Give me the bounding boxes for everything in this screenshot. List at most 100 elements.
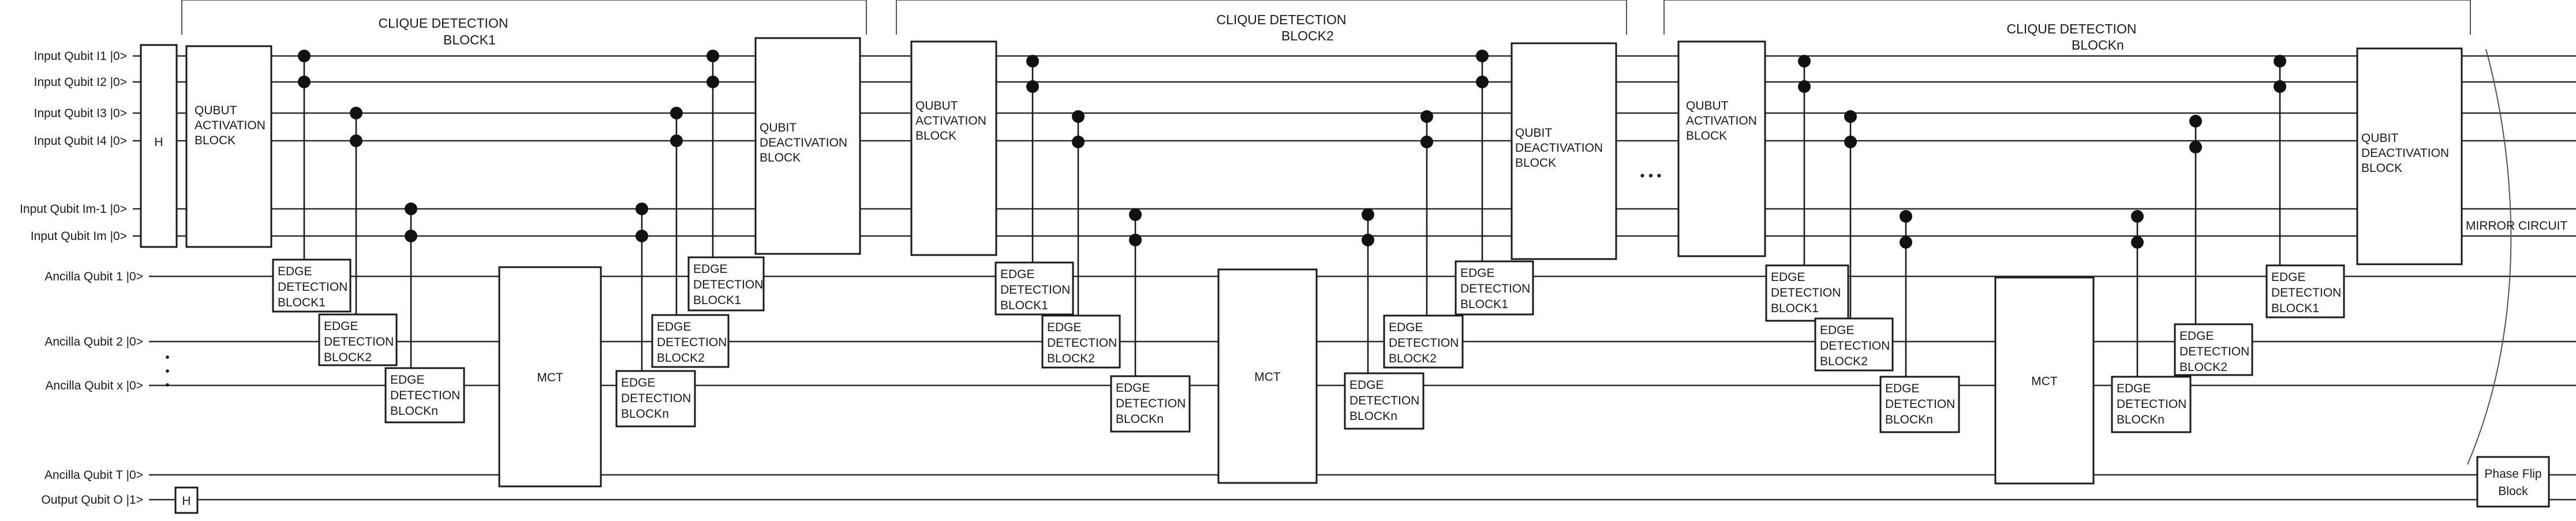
qubit-label-1: Input Qubit I1 |0> — [34, 50, 127, 63]
qubit-label-5: Input Qubit Im-1 |0> — [20, 203, 127, 216]
clique-block-3-activation-block — [1677, 40, 1766, 257]
clique-block-1-activation-text-line-2: ACTIVATION — [195, 119, 266, 132]
clique-block-2-control-dot-5b — [1420, 136, 1433, 148]
qubit-label-10: Ancilla Qubit T |0> — [44, 468, 143, 482]
clique-block-1-activation-block — [185, 45, 272, 248]
clique-block-3-edge-block-5-text-line-1: EDGE — [2179, 329, 2214, 343]
qubit-label-2: Input Qubit I2 |0> — [34, 76, 127, 89]
clique-block-2-edge-block-3-text-line-2: DETECTION — [1116, 397, 1186, 410]
clique-block-2-control-dot-1a — [1026, 55, 1039, 68]
hadamard-output-gate — [174, 486, 199, 514]
clique-block-2-deactivation-text-line-2: DEACTIVATION — [1515, 141, 1603, 155]
phase-flip-text-line-2: Block — [2498, 485, 2528, 498]
clique-block-3-activation-text-line-3: BLOCK — [1686, 129, 1727, 143]
qubit-label-3: Input Qubit I3 |0> — [34, 107, 127, 120]
clique-block-3-edge-block-1 — [1765, 264, 1849, 322]
clique-block-1-edge-block-1 — [272, 258, 352, 313]
qubit-label-6: Input Qubit Im |0> — [31, 230, 127, 243]
clique-block-3-title: CLIQUE DETECTION — [2007, 21, 2137, 36]
clique-block-1-edge-block-1-text-line-1: EDGE — [278, 265, 312, 278]
clique-block-3-control-dot-2b — [1844, 136, 1857, 148]
clique-block-1-edge-block-4-text-line-2: DETECTION — [621, 392, 691, 405]
clique-block-1-edge-block-5 — [651, 314, 730, 368]
clique-block-1-deactivation-text-line-2: DEACTIVATION — [760, 136, 847, 149]
clique-block-2-edge-block-1-text-line-1: EDGE — [1000, 268, 1035, 281]
clique-block-3-edge-block-3-text-line-3: BLOCKn — [1885, 413, 1933, 426]
clique-block-3-edge-block-1-text-line-3: BLOCK1 — [1771, 302, 1819, 315]
qubit-label-4: Input Qubit I4 |0> — [34, 134, 127, 148]
clique-block-3-edge-block-3-text-line-1: EDGE — [1885, 382, 1920, 395]
clique-block-3-edge-block-4-text-line-2: DETECTION — [2117, 398, 2186, 411]
clique-block-3-edge-block-2-text-line-2: DETECTION — [1820, 339, 1890, 353]
clique-block-3-control-dot-1b — [1798, 80, 1811, 93]
clique-block-3-edge-block-2-text-line-1: EDGE — [1820, 324, 1855, 337]
clique-block-2-edge-block-6-text-line-3: BLOCK1 — [1460, 298, 1508, 311]
clique-block-1-mct-label: MCT — [537, 371, 563, 384]
clique-block-3-control-dot-1a — [1798, 55, 1811, 68]
clique-block-3-edge-block-4-text-line-1: EDGE — [2117, 382, 2151, 395]
clique-block-3-edge-block-6-text-line-3: BLOCK1 — [2271, 302, 2319, 315]
clique-block-1-deactivation-block — [754, 37, 861, 255]
clique-block-1-control-dot-5b — [670, 134, 683, 147]
clique-block-1-edge-block-4-text-line-1: EDGE — [621, 376, 656, 389]
clique-block-1-edge-block-4 — [615, 370, 696, 428]
clique-block-2-edge-block-2-text-line-2: DETECTION — [1047, 336, 1117, 350]
clique-block-1-control-dot-2a — [350, 107, 362, 119]
clique-block-2-edge-block-3-text-line-3: BLOCKn — [1116, 413, 1164, 426]
clique-block-2-edge-block-1-text-line-3: BLOCK1 — [1000, 299, 1048, 312]
clique-block-3-edge-block-4-text-line-3: BLOCKn — [2117, 413, 2164, 426]
clique-block-3-activation-text-line-2: ACTIVATION — [1686, 114, 1757, 128]
clique-block-1-edge-block-2-text-line-1: EDGE — [324, 320, 358, 333]
clique-block-2-control-dot-5a — [1420, 110, 1433, 123]
clique-block-2-edge-block-3-text-line-1: EDGE — [1116, 381, 1150, 395]
clique-block-2-edge-block-2-text-line-1: EDGE — [1047, 321, 1082, 334]
clique-block-2-edge-block-2 — [1041, 314, 1121, 369]
clique-block-1-edge-block-4-text-line-3: BLOCKn — [621, 407, 669, 421]
clique-block-2-edge-block-4 — [1344, 372, 1425, 430]
hadamard-output-label: H — [182, 494, 190, 508]
ancilla-ellipsis-3: • — [165, 378, 169, 392]
clique-block-1-control-dot-1a — [298, 50, 311, 62]
qubit-label-9: Ancilla Qubit x |0> — [46, 379, 143, 392]
clique-block-2-bracket — [896, 0, 1627, 35]
clique-block-1-control-dot-6a — [706, 50, 719, 62]
clique-block-1-control-dot-4b — [635, 230, 648, 242]
clique-block-3-mct-gate — [1994, 276, 2095, 485]
clique-block-2-control-dot-2b — [1072, 136, 1085, 148]
clique-block-3-edge-block-2-text-line-3: BLOCK2 — [1820, 355, 1868, 368]
clique-block-3-edge-block-6-text-line-2: DETECTION — [2271, 286, 2341, 299]
clique-block-1-edge-block-5-text-line-3: BLOCK2 — [657, 351, 705, 365]
clique-block-2-control-dot-3b — [1129, 234, 1142, 246]
clique-block-1-bracket — [181, 0, 867, 35]
clique-block-1-deactivation-text-line-3: BLOCK — [760, 151, 801, 164]
clique-block-2-label: BLOCK2 — [1281, 28, 1334, 43]
clique-block-2-edge-block-6-text-line-2: DETECTION — [1460, 282, 1530, 295]
clique-block-2-activation-text-line-3: BLOCK — [915, 129, 956, 143]
clique-block-2-control-dot-6a — [1476, 50, 1489, 62]
clique-block-3-control-dot-3a — [1900, 210, 1912, 223]
qubit-label-7: Ancilla Qubit 1 |0> — [44, 270, 143, 283]
clique-block-1-deactivation-text-line-1: QUBIT — [760, 121, 797, 134]
clique-block-3-edge-block-6-text-line-1: EDGE — [2271, 271, 2306, 284]
phase-flip-block — [2476, 456, 2550, 508]
clique-block-3-edge-block-2 — [1814, 317, 1894, 372]
clique-block-2-edge-block-6-text-line-1: EDGE — [1460, 267, 1495, 280]
clique-block-2-edge-block-1 — [994, 261, 1074, 316]
clique-block-1-control-dot-5a — [670, 107, 683, 119]
clique-block-2-edge-block-2-text-line-3: BLOCK2 — [1047, 352, 1095, 365]
mirror-circuit-arc — [2467, 48, 2512, 465]
clique-block-3-control-dot-6b — [2274, 80, 2286, 93]
clique-block-1-control-dot-3a — [405, 203, 417, 215]
clique-block-3-control-dot-4a — [2131, 210, 2144, 223]
clique-block-2-control-dot-3a — [1129, 208, 1142, 221]
gate-blocks: HHQUBUTACTIVATIONBLOCKEDGEDETECTIONBLOCK… — [140, 37, 2550, 514]
misc-annotations: • • •MIRROR CIRCUIT — [1640, 48, 2567, 465]
clique-block-2-control-dot-2a — [1072, 110, 1085, 123]
clique-block-2-activation-text-line-1: QUBUT — [915, 99, 958, 113]
clique-block-1-activation-text-line-1: QUBUT — [195, 104, 237, 117]
clique-block-3-edge-block-5 — [2174, 323, 2253, 376]
clique-block-3-edge-block-5-text-line-2: DETECTION — [2179, 345, 2249, 358]
clique-block-2-deactivation-text-line-3: BLOCK — [1515, 156, 1556, 170]
clique-block-3-activation-text-line-1: QUBUT — [1686, 99, 1729, 113]
control-dots — [298, 50, 2286, 249]
